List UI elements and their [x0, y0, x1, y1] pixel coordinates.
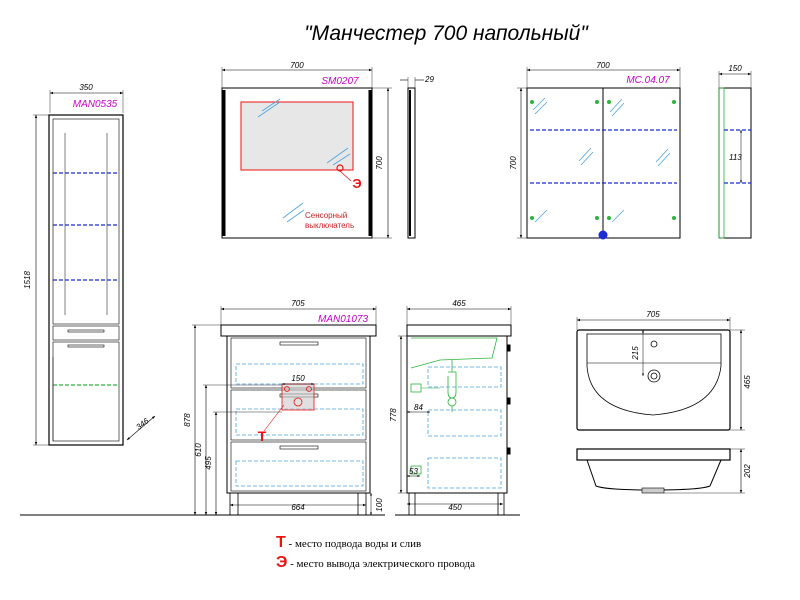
mirror-cabinet-model: MC.04.07 [626, 75, 670, 86]
legend-electric-text: - место вывода электрического провода [287, 558, 476, 570]
mirror-model: SM0207 [321, 76, 359, 87]
vanity-side-bottom-depth: 450 [448, 503, 462, 512]
mirror-cabinet-shelf: 113 [729, 153, 742, 162]
mirror-cabinet-depth: 150 [728, 64, 742, 73]
mirror-cabinet-side [718, 71, 752, 239]
washbasin-top [576, 317, 745, 431]
water-supply-mark: Т [258, 428, 267, 444]
mirror-front [221, 67, 392, 239]
legend-electric-mark: Э [276, 554, 288, 571]
vanity-side [395, 306, 520, 516]
mirror-depth: 29 [424, 75, 434, 84]
mirror-cabinet-front [517, 67, 681, 240]
electric-outlet-mark: Э [352, 176, 361, 191]
tall-cabinet-depth: 346 [134, 416, 150, 432]
vanity-height-495: 495 [204, 456, 213, 470]
vanity-leg-height: 100 [375, 498, 384, 512]
mirror-height: 700 [375, 156, 384, 170]
mirror-width: 700 [290, 61, 304, 70]
vanity-model: MAN01073 [318, 314, 368, 325]
legend-water: Т - место подвода воды и слив [276, 534, 421, 552]
vanity-height: 878 [183, 413, 192, 427]
washbasin-side [576, 448, 745, 494]
vanity-side-53: 53 [409, 467, 418, 476]
vanity-side-84: 84 [414, 403, 423, 412]
tall-cabinet-height: 1518 [23, 271, 32, 289]
vanity-height-610: 610 [194, 443, 203, 457]
washbasin-height: 202 [743, 464, 752, 479]
drawing-title: "Манчестер 700 напольный" [304, 22, 589, 45]
tall-cabinet-width: 350 [79, 83, 93, 92]
mirror-cabinet-height: 700 [509, 156, 518, 170]
tall-cabinet-model: MAN0535 [73, 99, 118, 110]
vanity-side-depth: 465 [452, 299, 466, 308]
legend-water-mark: Т [276, 534, 286, 551]
legend-water-text: - место подвода воды и слив [285, 538, 422, 550]
tall-cabinet [33, 90, 156, 446]
sensor-switch-label-1: Сенсорный [305, 211, 347, 220]
vanity-front [20, 306, 385, 516]
mirror-cabinet-width: 700 [596, 61, 610, 70]
vanity-inner-width: 664 [291, 503, 305, 512]
washbasin-width: 705 [646, 310, 660, 319]
legend-electric: Э - место вывода электрического провода [276, 554, 475, 572]
washbasin-tap-offset: 215 [631, 346, 640, 361]
mirror-side [400, 77, 424, 239]
vanity-width: 705 [291, 299, 305, 308]
sensor-switch-label-2: выключатель [305, 221, 354, 230]
vanity-side-height: 778 [389, 408, 398, 422]
washbasin-depth: 465 [743, 375, 752, 389]
vanity-pipe-offset: 150 [291, 374, 305, 383]
